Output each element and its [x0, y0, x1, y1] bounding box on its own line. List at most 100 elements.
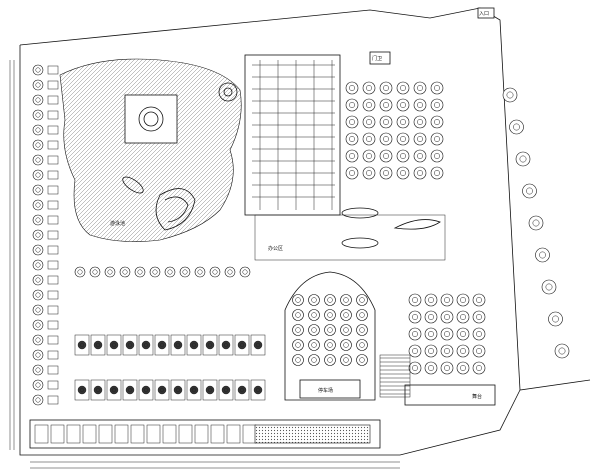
- tree-symbol: [379, 166, 393, 180]
- tree-symbol: [32, 79, 44, 91]
- tree-symbol: [345, 149, 359, 163]
- tree-symbol: [32, 124, 44, 136]
- tree-symbol: [472, 310, 486, 324]
- tree-symbol: [424, 361, 438, 375]
- tree-symbol: [413, 132, 427, 146]
- tree-symbol: [292, 339, 304, 351]
- tree-symbol: [362, 98, 376, 112]
- tree-symbol: [205, 340, 215, 350]
- tree-symbol: [440, 361, 454, 375]
- central-pavilion: [124, 94, 178, 144]
- stage-label: 舞台: [472, 393, 482, 400]
- tree-symbol: [340, 339, 352, 351]
- entrance-label: 入口: [479, 11, 489, 17]
- tree-symbol: [77, 340, 87, 350]
- tree-symbol: [164, 266, 176, 278]
- tree-symbol: [32, 64, 44, 76]
- tree-symbol: [205, 385, 215, 395]
- tree-symbol: [32, 109, 44, 121]
- tree-symbol: [179, 266, 191, 278]
- tree-symbol: [119, 266, 131, 278]
- tree-symbol: [32, 184, 44, 196]
- tree-symbol: [32, 274, 44, 286]
- tree-symbol: [440, 344, 454, 358]
- pool-label: 游泳池: [110, 220, 125, 227]
- entrance-box: [477, 7, 495, 19]
- tree-symbol: [32, 244, 44, 256]
- tree-symbol: [308, 324, 320, 336]
- tree-symbol: [32, 379, 44, 391]
- tree-symbol: [440, 293, 454, 307]
- tree-symbol: [32, 199, 44, 211]
- tree-symbol: [141, 340, 151, 350]
- tree-symbol: [32, 259, 44, 271]
- tree-symbol: [440, 310, 454, 324]
- tree-symbol: [472, 293, 486, 307]
- tree-symbol: [413, 98, 427, 112]
- tree-symbol: [141, 385, 151, 395]
- guard-house-label: 门卫: [372, 55, 382, 62]
- tree-symbol: [32, 304, 44, 316]
- tree-symbol: [340, 309, 352, 321]
- garden-area: [59, 58, 242, 242]
- tree-symbol: [379, 98, 393, 112]
- tree-symbol: [237, 385, 247, 395]
- tree-symbol: [413, 115, 427, 129]
- tree-symbol: [237, 340, 247, 350]
- tree-symbol: [413, 81, 427, 95]
- tree-symbol: [32, 334, 44, 346]
- tree-symbol: [362, 132, 376, 146]
- tree-symbol: [224, 266, 236, 278]
- spiral-feature: [155, 188, 196, 231]
- tree-symbol: [456, 310, 470, 324]
- tree-symbol: [456, 361, 470, 375]
- tree-symbol: [356, 309, 368, 321]
- tree-symbol: [528, 215, 544, 231]
- tree-symbol: [221, 340, 231, 350]
- tree-symbol: [456, 293, 470, 307]
- tree-symbol: [408, 310, 422, 324]
- tree-symbol: [396, 149, 410, 163]
- tree-symbol: [209, 266, 221, 278]
- parking-rows: [74, 266, 266, 401]
- tree-symbol: [356, 354, 368, 366]
- tree-symbol: [32, 94, 44, 106]
- fish-pond-1: [341, 207, 379, 219]
- tree-symbol: [356, 339, 368, 351]
- tree-symbol: [379, 81, 393, 95]
- tree-symbol: [32, 394, 44, 406]
- tree-symbol: [345, 166, 359, 180]
- tree-symbol: [125, 340, 135, 350]
- tree-symbol: [292, 309, 304, 321]
- tree-symbol: [104, 266, 116, 278]
- tree-symbol: [522, 183, 537, 199]
- tree-symbol: [430, 132, 444, 146]
- tree-symbol: [430, 98, 444, 112]
- tree-symbol: [396, 132, 410, 146]
- tree-symbol: [292, 324, 304, 336]
- tree-symbol: [32, 319, 44, 331]
- tree-symbol: [308, 294, 320, 306]
- tree-symbol: [408, 361, 422, 375]
- tree-symbol: [456, 344, 470, 358]
- tree-symbol: [379, 115, 393, 129]
- tree-grid-north: [345, 81, 444, 180]
- tree-symbol: [308, 339, 320, 351]
- tree-symbol: [134, 266, 146, 278]
- tree-symbol: [424, 310, 438, 324]
- tree-symbol: [362, 149, 376, 163]
- tree-column-east: [502, 87, 570, 359]
- tree-symbol: [253, 385, 263, 395]
- tree-symbol: [308, 354, 320, 366]
- tree-symbol: [239, 266, 251, 278]
- tree-symbol: [109, 340, 119, 350]
- guard-house: [369, 51, 391, 65]
- tree-symbol: [32, 349, 44, 361]
- tree-symbol: [149, 266, 161, 278]
- tree-symbol: [502, 87, 518, 103]
- tree-symbol: [472, 344, 486, 358]
- tree-symbol: [413, 166, 427, 180]
- tree-symbol: [308, 309, 320, 321]
- tree-symbol: [456, 327, 470, 341]
